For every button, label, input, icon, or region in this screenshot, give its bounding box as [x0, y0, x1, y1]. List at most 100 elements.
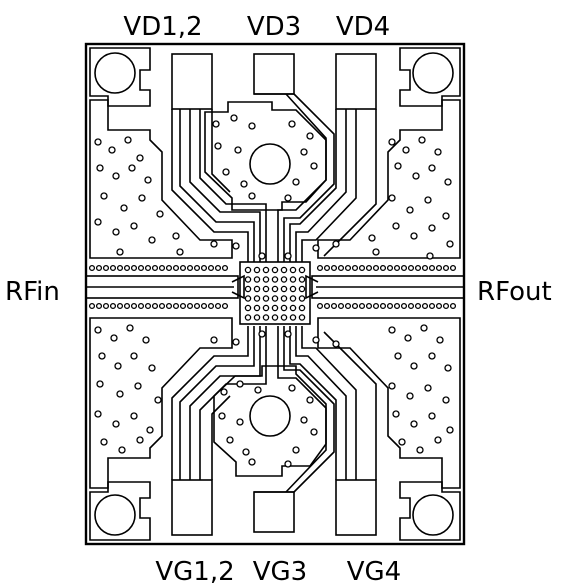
label-vg3: VG3: [253, 557, 307, 587]
ground-via: [332, 340, 340, 348]
via-fence-dot: [393, 302, 401, 310]
ground-via: [424, 384, 432, 392]
label-rfout: RFout: [477, 277, 552, 307]
ground-via: [306, 396, 314, 404]
die-via: [298, 266, 306, 274]
die-via: [253, 314, 261, 321]
via-fence-dot: [358, 264, 366, 272]
die-via: [289, 295, 297, 302]
ground-via: [234, 146, 242, 154]
ground-via: [94, 138, 102, 146]
ground-via: [428, 224, 436, 232]
ground-via: [114, 362, 122, 370]
bias-traces-top: [171, 93, 377, 262]
die-via: [289, 266, 297, 274]
die-via: [298, 285, 306, 293]
ground-via: [446, 240, 454, 248]
via-fence-dot: [393, 264, 401, 272]
ground-via: [306, 132, 314, 140]
die-via: [262, 276, 270, 283]
die-via: [298, 304, 306, 312]
ground-via: [300, 148, 308, 156]
ground-via: [372, 248, 380, 256]
via-fence-dot: [109, 302, 117, 310]
via-fence-dot: [372, 302, 380, 310]
ground-via: [312, 336, 320, 344]
via-fence-dot: [421, 302, 429, 310]
ground-via: [416, 446, 424, 454]
die-via: [289, 314, 297, 321]
ground-via: [392, 410, 400, 418]
ground-via: [230, 114, 238, 122]
via-fence-dot: [95, 264, 103, 272]
label-vd4: VD4: [336, 12, 390, 42]
ground-via: [284, 330, 292, 338]
via-fence-dot: [193, 264, 201, 272]
via-fence-dot: [172, 264, 180, 272]
via-fence-dot: [400, 264, 408, 272]
ground-via: [388, 382, 396, 390]
ground-via: [444, 364, 452, 372]
ground-via: [214, 142, 222, 150]
via-fence-dot: [358, 302, 366, 310]
die-via: [289, 304, 297, 312]
ground-via: [388, 326, 396, 334]
ground-via: [210, 240, 218, 248]
via-fence-dot: [102, 302, 110, 310]
die-via: [244, 314, 252, 321]
via-fence-dot: [172, 302, 180, 310]
ground-via: [128, 164, 136, 172]
ground-via: [148, 364, 156, 372]
ground-via: [210, 336, 218, 344]
via-fence-dot: [344, 302, 352, 310]
via-fence-dot: [88, 264, 96, 272]
board-outline: [84, 42, 466, 546]
die-via: [244, 295, 252, 302]
corner-pad-bottom-left: [89, 481, 151, 541]
ground-via: [172, 232, 180, 240]
ground-via: [436, 336, 444, 344]
ground-via: [292, 178, 300, 186]
via-fence-dot: [158, 264, 166, 272]
via-fence-dot: [428, 264, 436, 272]
ground-via: [110, 334, 118, 342]
ground-via: [96, 164, 104, 172]
ground-via: [144, 176, 152, 184]
ground-via: [392, 222, 400, 230]
ground-via: [242, 448, 250, 456]
via-fence-dot: [316, 264, 324, 272]
pad-vg4: [335, 479, 377, 536]
via-fence-dot: [400, 302, 408, 310]
via-fence-dot: [449, 302, 457, 310]
ground-via: [398, 438, 406, 446]
ground-via: [300, 416, 308, 424]
die-via: [289, 276, 297, 283]
via-fence-dot: [137, 264, 145, 272]
via-fence-dot: [214, 264, 222, 272]
die-via: [298, 295, 306, 302]
ground-via: [442, 212, 450, 220]
ground-via: [138, 194, 146, 202]
via-fence-dot: [386, 264, 394, 272]
ground-via: [406, 206, 414, 214]
ground-via: [100, 438, 108, 446]
label-vg12: VG1,2: [155, 557, 234, 587]
die-via: [280, 266, 288, 274]
via-fence-dot: [109, 264, 117, 272]
die-via: [271, 295, 279, 302]
ground-via: [116, 248, 124, 256]
via-fence-dot: [449, 264, 457, 272]
ground-via: [254, 386, 262, 394]
via-fence-dot: [151, 302, 159, 310]
ground-via: [368, 234, 376, 242]
via-fence-dot: [330, 264, 338, 272]
ground-via: [148, 236, 156, 244]
via-fence-dot: [207, 302, 215, 310]
via-fence-dot: [428, 302, 436, 310]
ground-via: [248, 192, 256, 200]
via-fence-dot: [123, 302, 131, 310]
via-fence-dot: [102, 264, 110, 272]
die-via: [280, 276, 288, 283]
ground-vias: [94, 114, 454, 468]
label-vg4: VG4: [347, 557, 401, 587]
